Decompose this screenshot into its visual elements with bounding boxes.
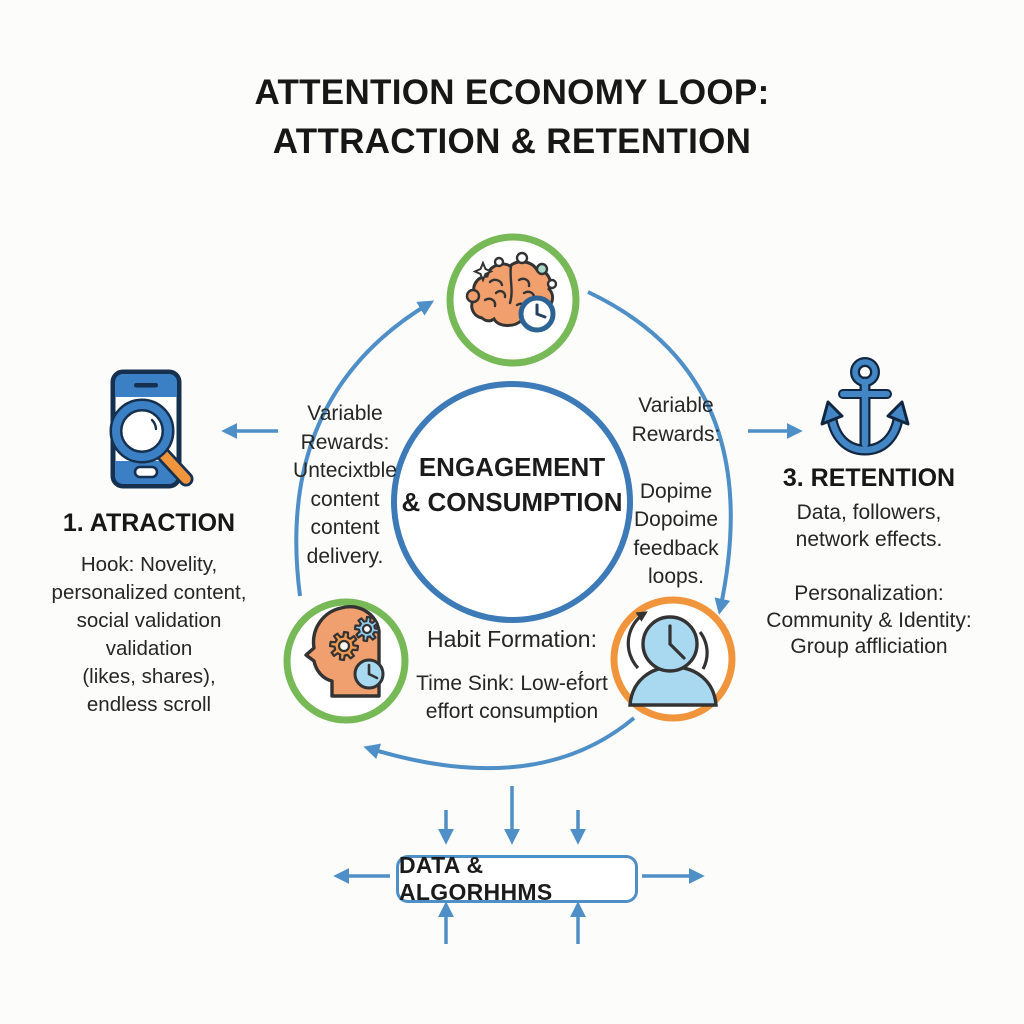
attraction-heading: 1. ATRACTION xyxy=(62,509,236,537)
node-bottom-right xyxy=(610,596,736,722)
variable-rewards-right-label: Variable Rewards: Dopime Dopoime feedbac… xyxy=(631,394,721,589)
head-gears-clock-icon xyxy=(304,605,385,698)
phone-search-icon xyxy=(109,369,194,489)
page-title: ATTENTION ECONOMY LOOP: ATTRACTION & RET… xyxy=(254,73,770,161)
retention-heading: 3. RETENTION xyxy=(782,464,956,492)
loop-arc-left xyxy=(294,300,435,597)
data-box-arrows xyxy=(333,786,705,944)
sparkle-icon xyxy=(472,260,494,283)
person-clock-refresh-icon xyxy=(626,611,718,707)
anchor-icon xyxy=(820,357,910,456)
data-algorithms-box: DATA & ALGORHHMS xyxy=(396,852,638,905)
clock-icon xyxy=(518,295,556,333)
retention-body: Data, followers, network effects. Person… xyxy=(766,501,972,659)
loop-arrows xyxy=(294,290,733,771)
engagement-circle xyxy=(391,381,633,623)
variable-rewards-left-label: Variable Rewards: Untecixtble content co… xyxy=(293,402,397,568)
node-bottom-left xyxy=(283,598,409,724)
magnifier-icon xyxy=(109,398,194,487)
clock-icon xyxy=(353,658,385,690)
loop-arc-bottom xyxy=(363,716,636,771)
loop-arc-right xyxy=(587,290,733,615)
time-sink-label: Time Sink: Low-ef́ort effort consumption xyxy=(416,672,608,723)
attraction-body: Hook: Novelity, personalized content, so… xyxy=(51,553,247,717)
habit-formation-label: Habit Formation: xyxy=(426,626,597,652)
brain-clock-icon xyxy=(465,251,558,333)
node-top xyxy=(446,233,580,367)
data-algorithms-label: DATA & ALGORHHMS xyxy=(399,852,553,905)
engagement-consumption-label: ENGAGEMENT & CONSUMPTION xyxy=(401,452,623,518)
